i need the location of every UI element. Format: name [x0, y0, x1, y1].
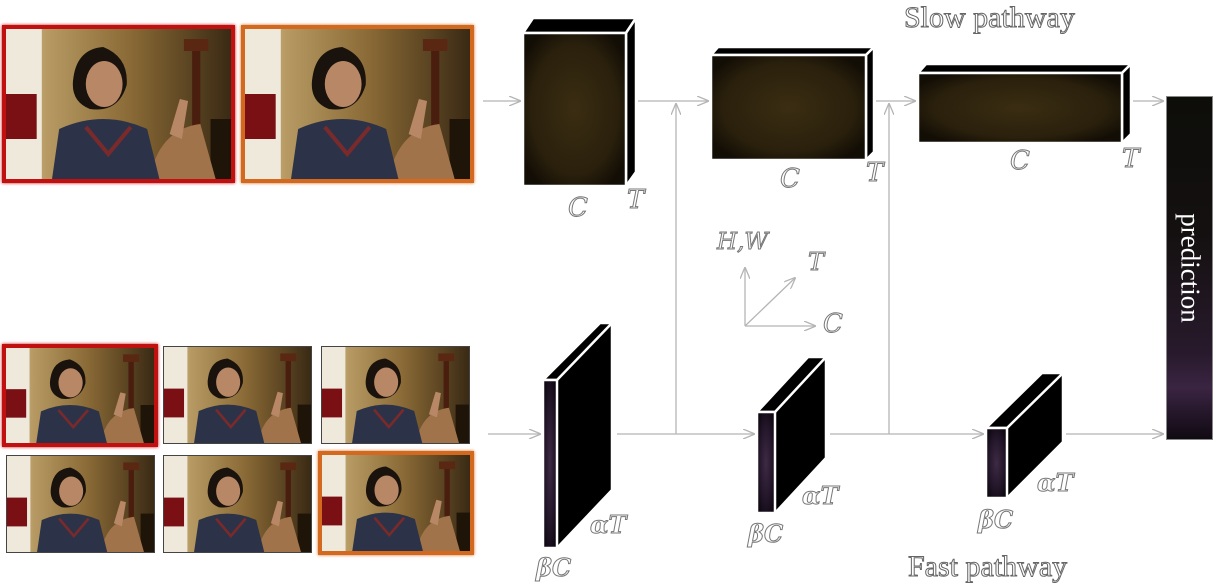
fast-input-frame-3: [321, 346, 470, 444]
prediction-label: prediction: [1175, 213, 1205, 323]
fast-feature-block-1: [541, 321, 614, 550]
slow-block-3-time-label: T: [1121, 144, 1140, 174]
slow-block-2-channel-label: C: [780, 164, 801, 194]
fast-block-2-channel-label: βC: [747, 519, 784, 548]
fast-input-frame-6: [318, 451, 474, 555]
fast-feature-block-2: [755, 355, 828, 515]
fast-input-frame-1: [2, 344, 158, 447]
axis-t: [744, 278, 795, 327]
slow-feature-block-2: [709, 45, 876, 162]
slow-input-frame-1: [2, 25, 235, 183]
axis-hw-label: H,W: [716, 229, 769, 255]
fast-input-frame-5: [163, 455, 312, 553]
axis-t-label: T: [807, 248, 825, 276]
axis-c-label: C: [823, 309, 844, 339]
fast-block-3-channel-label: βC: [977, 505, 1014, 534]
slow-pathway-title: Slow pathway: [904, 1, 1076, 34]
slow-feature-block-1: [521, 16, 638, 188]
slow-block-3-channel-label: C: [1010, 146, 1031, 176]
slow-block-1-time-label: T: [626, 185, 645, 215]
fast-pathway-title: Fast pathway: [907, 550, 1068, 583]
prediction-bar: prediction: [1166, 96, 1213, 440]
fast-block-1-channel-label: βC: [535, 553, 572, 582]
slow-feature-block-3: [916, 62, 1133, 145]
slow-input-frame-2: [241, 25, 474, 183]
fast-block-1-time-label: αT: [589, 510, 627, 539]
fast-feature-block-3: [984, 371, 1065, 500]
fast-block-3-time-label: αT: [1036, 468, 1074, 497]
fast-input-frame-2: [163, 346, 312, 444]
fast-input-frame-4: [6, 455, 155, 553]
slow-block-2-time-label: T: [865, 158, 884, 188]
slow-block-1-channel-label: C: [568, 193, 589, 223]
fast-block-2-time-label: αT: [801, 481, 839, 510]
